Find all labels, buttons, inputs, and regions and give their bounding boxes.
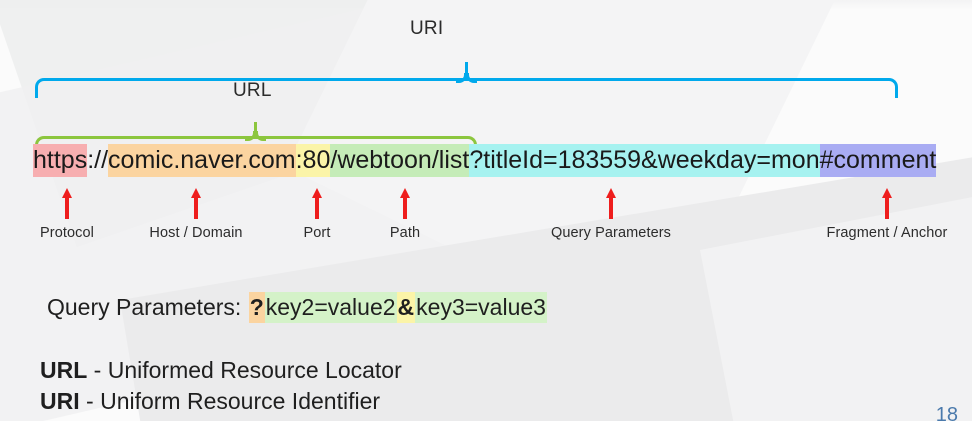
arrow-head-icon [312,188,322,198]
url-segment-port: :80 [295,144,331,177]
definition-url: URL - Uniformed Resource Locator [40,355,402,385]
url-brace [35,122,477,148]
brace-notch-right [466,73,477,83]
url-segment-protocol: https [33,144,88,177]
brace-notch-right [255,131,266,141]
query-parameters-explanation: Query Parameters: ?key2=value2&key3=valu… [46,291,547,323]
definition-expansion: Uniformed Resource Locator [107,357,402,383]
definition-acronym: URL [40,357,88,383]
arrow-shaft [885,196,889,219]
url-segment-query: ?titleId=183559&weekday=mon [469,144,820,177]
label-path: Path [389,225,421,241]
page-number: 18 [935,404,958,421]
arrow-head-icon [400,188,410,198]
arrow-shaft [315,196,319,219]
brace-right-arm [256,136,477,148]
query-token-pair-2: key3=value3 [415,292,547,323]
brace-notch-left [245,131,256,141]
label-query-parameters: Query Parameters [550,225,672,241]
query-params-prefix: Query Parameters: [47,294,248,320]
url-brace-label: URL [233,80,272,101]
label-protocol: Protocol [40,225,94,241]
background-band-top [0,0,972,10]
brace-notch-left [456,73,467,83]
query-token-ampersand: & [396,292,416,323]
label-port: Port [303,225,331,241]
arrow-head-icon [882,188,892,198]
example-url: https://comic.naver.com:80/webtoon/list?… [33,143,937,177]
brace-right-arm [467,78,898,98]
query-token-pair-1: key2=value2 [264,292,397,323]
definition-uri: URI - Uniform Resource Identifier [40,386,380,416]
arrow-shaft [65,196,69,219]
definition-expansion: Uniform Resource Identifier [100,388,381,414]
arrow-shaft [403,196,407,219]
uri-brace-label: URI [410,18,444,39]
brace-left-arm [35,78,467,98]
definition-dash: - [87,357,108,383]
url-segment-scheme-separator: :// [87,146,109,174]
brace-center-stem [254,122,257,139]
definition-acronym: URI [40,388,80,414]
arrow-head-icon [606,188,616,198]
arrow-head-icon [62,188,72,198]
label-fragment-anchor: Fragment / Anchor [826,225,948,241]
arrow-head-icon [191,188,201,198]
arrow-shaft [609,196,613,219]
uri-brace [35,62,898,98]
definition-dash: - [79,388,101,414]
label-host-domain: Host / Domain [149,225,243,241]
url-segment-host: comic.naver.com [108,144,296,177]
arrow-shaft [194,196,198,219]
url-segment-path: /webtoon/list [330,144,470,177]
url-segment-fragment: #comment [819,144,937,177]
background-band-e [700,150,972,421]
brace-center-stem [465,62,468,81]
query-token-question-mark: ? [248,292,265,323]
brace-left-arm [35,136,256,148]
